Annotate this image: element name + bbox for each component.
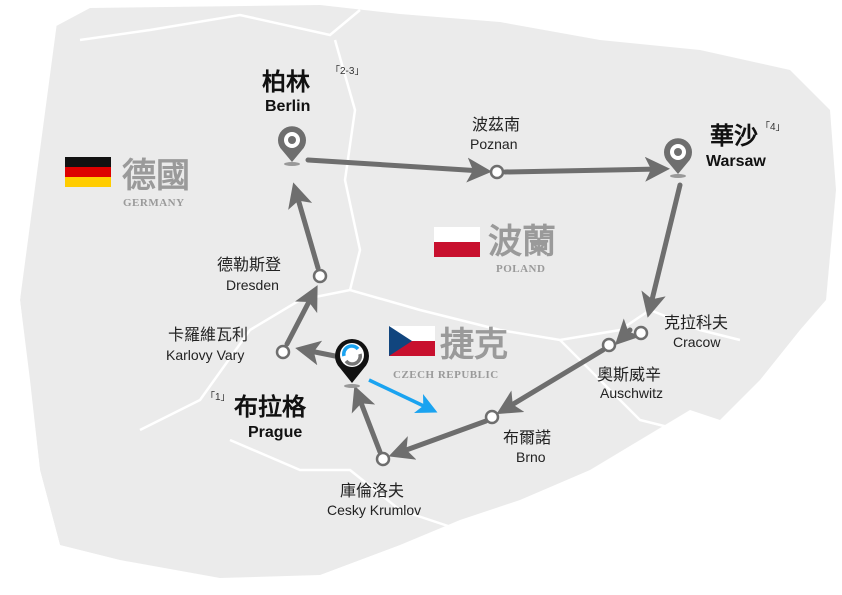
city-prague-en: Prague (248, 424, 302, 441)
country-czech-en: CZECH REPUBLIC (393, 369, 499, 381)
country-poland-zh: 波蘭 (488, 222, 556, 262)
city-poznan-zh: 波茲南 (472, 115, 520, 134)
city-berlin-zh: 柏林 (262, 68, 310, 96)
city-karlovy-en: Karlovy Vary (166, 347, 244, 363)
city-auschwitz-en: Auschwitz (600, 385, 663, 401)
node-cesky-krumlov[interactable] (375, 451, 391, 467)
node-karlovy-vary[interactable] (275, 344, 291, 360)
country-germany-zh: 德國 (122, 156, 190, 196)
start-arrow (368, 378, 438, 413)
city-poznan-en: Poznan (470, 136, 517, 152)
node-dresden[interactable] (312, 268, 328, 284)
warsaw-pin-icon[interactable] (664, 138, 692, 178)
city-dresden-zh: 德勒斯登 (217, 255, 281, 274)
country-poland-en: POLAND (496, 263, 545, 275)
city-brno-en: Brno (516, 449, 546, 465)
city-cesky-en: Cesky Krumlov (327, 502, 421, 518)
germany-flag-icon (65, 157, 111, 187)
prague-start-pin-icon[interactable] (335, 338, 370, 388)
city-berlin-note: 「2-3」 (330, 65, 364, 77)
city-warsaw-zh: 華沙 (710, 122, 758, 150)
city-warsaw-note: 「4」 (760, 121, 786, 133)
city-brno-zh: 布爾諾 (503, 428, 551, 447)
land-mass (20, 5, 836, 578)
city-auschwitz-zh: 奧斯威辛 (597, 365, 661, 384)
node-poznan[interactable] (489, 164, 505, 180)
city-prague-zh: 布拉格 (234, 393, 307, 421)
czech-flag-icon (389, 326, 435, 356)
node-brno[interactable] (484, 409, 500, 425)
node-cracow[interactable] (633, 325, 649, 341)
city-cracow-zh: 克拉科夫 (664, 313, 728, 332)
country-czech-zh: 捷克 (440, 325, 508, 365)
route-lines (284, 156, 683, 460)
city-cracow-en: Cracow (673, 334, 721, 350)
city-prague-note: 「1」 (205, 391, 231, 403)
city-warsaw-en: Warsaw (706, 153, 766, 170)
berlin-pin-icon[interactable] (278, 126, 306, 166)
poland-flag-icon (434, 227, 480, 257)
city-dresden-en: Dresden (226, 277, 279, 293)
city-cesky-zh: 庫倫洛夫 (340, 481, 404, 500)
node-auschwitz[interactable] (601, 337, 617, 353)
country-germany-en: GERMANY (123, 197, 185, 209)
city-karlovy-zh: 卡羅維瓦利 (168, 325, 248, 344)
city-berlin-en: Berlin (265, 98, 310, 115)
